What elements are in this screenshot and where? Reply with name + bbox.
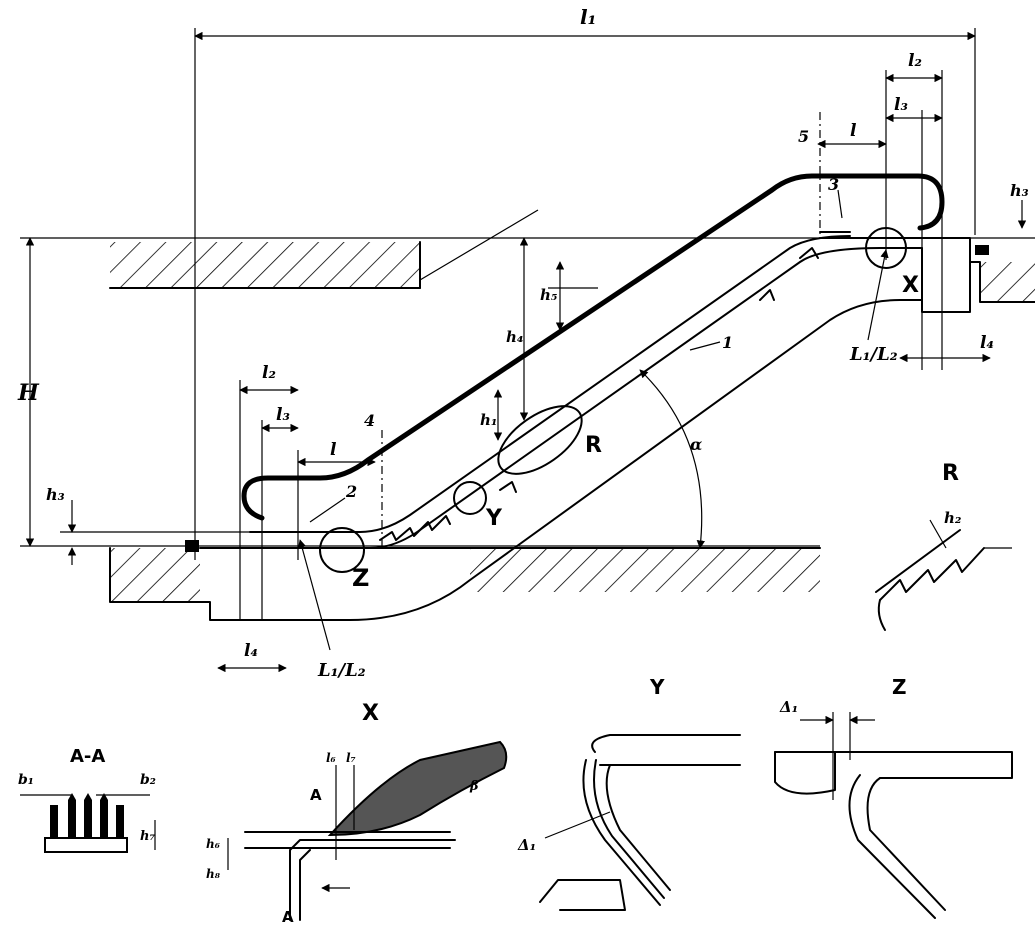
label-h7: h₇: [140, 829, 155, 844]
dim-rise: H: [17, 237, 40, 547]
part-5: 5: [798, 127, 809, 146]
handrail: [241, 173, 945, 521]
label-l7: l₇: [346, 751, 356, 765]
detail-Z: Z Δ₁: [774, 675, 1013, 919]
label-h3-upper: h₃: [1010, 181, 1029, 200]
part-4: 4: [364, 411, 375, 430]
label-H: H: [17, 380, 40, 406]
step-band-lower: [259, 247, 923, 549]
label-delta-Z: Δ₁: [779, 698, 798, 716]
lower-floor: [20, 540, 821, 621]
marker-Y: Y: [485, 506, 503, 531]
part-1: 1: [722, 333, 733, 352]
detail-X-title: X: [362, 701, 379, 726]
label-l2-upper: l₂: [908, 51, 922, 71]
label-l2-lower: l₂: [262, 363, 276, 383]
dim-h3-lower: h₃: [46, 485, 250, 565]
detail-Z-title: Z: [892, 675, 907, 699]
dim-upper-lengths: l₂ l₃ l l₄: [817, 51, 994, 370]
label-b1: b₁: [18, 772, 34, 788]
dim-overall-length: l₁: [194, 5, 976, 560]
label-L1L2-upper: L₁/L₂: [849, 344, 898, 365]
label-l4-lower: l₄: [244, 641, 258, 661]
label-l-lower: l: [330, 440, 337, 460]
label-h3-lower: h₃: [46, 485, 65, 504]
section-title: A-A: [70, 746, 105, 767]
label-beta: β: [469, 779, 479, 794]
label-h5: h₅: [540, 286, 558, 304]
label-h2: h₂: [944, 509, 962, 527]
step-teeth: [379, 247, 819, 541]
label-h1: h₁: [480, 411, 497, 429]
marker-Z: Z: [352, 564, 369, 592]
section-AA: A-A b₁ b₂ h₇: [18, 746, 156, 853]
part-3: 3: [828, 175, 839, 194]
label-l1: l₁: [580, 5, 596, 29]
dim-h3-upper: h₃: [1010, 181, 1029, 229]
label-h4: h₄: [506, 328, 523, 346]
label-h6: h₆: [206, 837, 220, 851]
dim-lower-lengths: l₂ l₃ l l₄: [217, 363, 376, 673]
marker-X: X: [902, 273, 919, 298]
step-band-upper: [249, 235, 851, 533]
dim-heights: h₄ h₅ h₁: [419, 209, 598, 441]
detail-R-title: R: [942, 461, 959, 486]
detail-R: R h₂: [875, 461, 1012, 631]
label-l3-upper: l₃: [894, 95, 908, 115]
mark-A-top: A: [310, 786, 322, 804]
detail-Y-title: Y: [649, 675, 665, 699]
label-l-upper: l: [850, 121, 857, 141]
label-b2: b₂: [140, 772, 156, 788]
label-h8: h₈: [206, 867, 221, 881]
label-alpha: α: [690, 435, 702, 454]
label-l3-lower: l₃: [276, 405, 290, 425]
detail-markers: Z Y R X: [319, 227, 919, 592]
label-l6: l₆: [326, 751, 336, 765]
truss-bottom: [349, 299, 923, 621]
detail-Y: Y Δ₁: [517, 675, 741, 911]
label-L1L2-lower: L₁/L₂: [317, 660, 366, 681]
detail-X: X l₆ l₇ A A h₆ h₈ β: [206, 701, 508, 926]
mark-A-bottom: A: [282, 908, 294, 926]
marker-R: R: [585, 433, 602, 458]
label-l4-upper: l₄: [980, 333, 994, 353]
label-delta-Y: Δ₁: [517, 836, 536, 854]
angle-alpha: α: [639, 369, 706, 549]
part-markers: 1 2 3 4 5: [309, 112, 843, 548]
part-2: 2: [345, 482, 357, 501]
combplate-labels: L₁/L₂ L₁/L₂: [297, 249, 898, 681]
